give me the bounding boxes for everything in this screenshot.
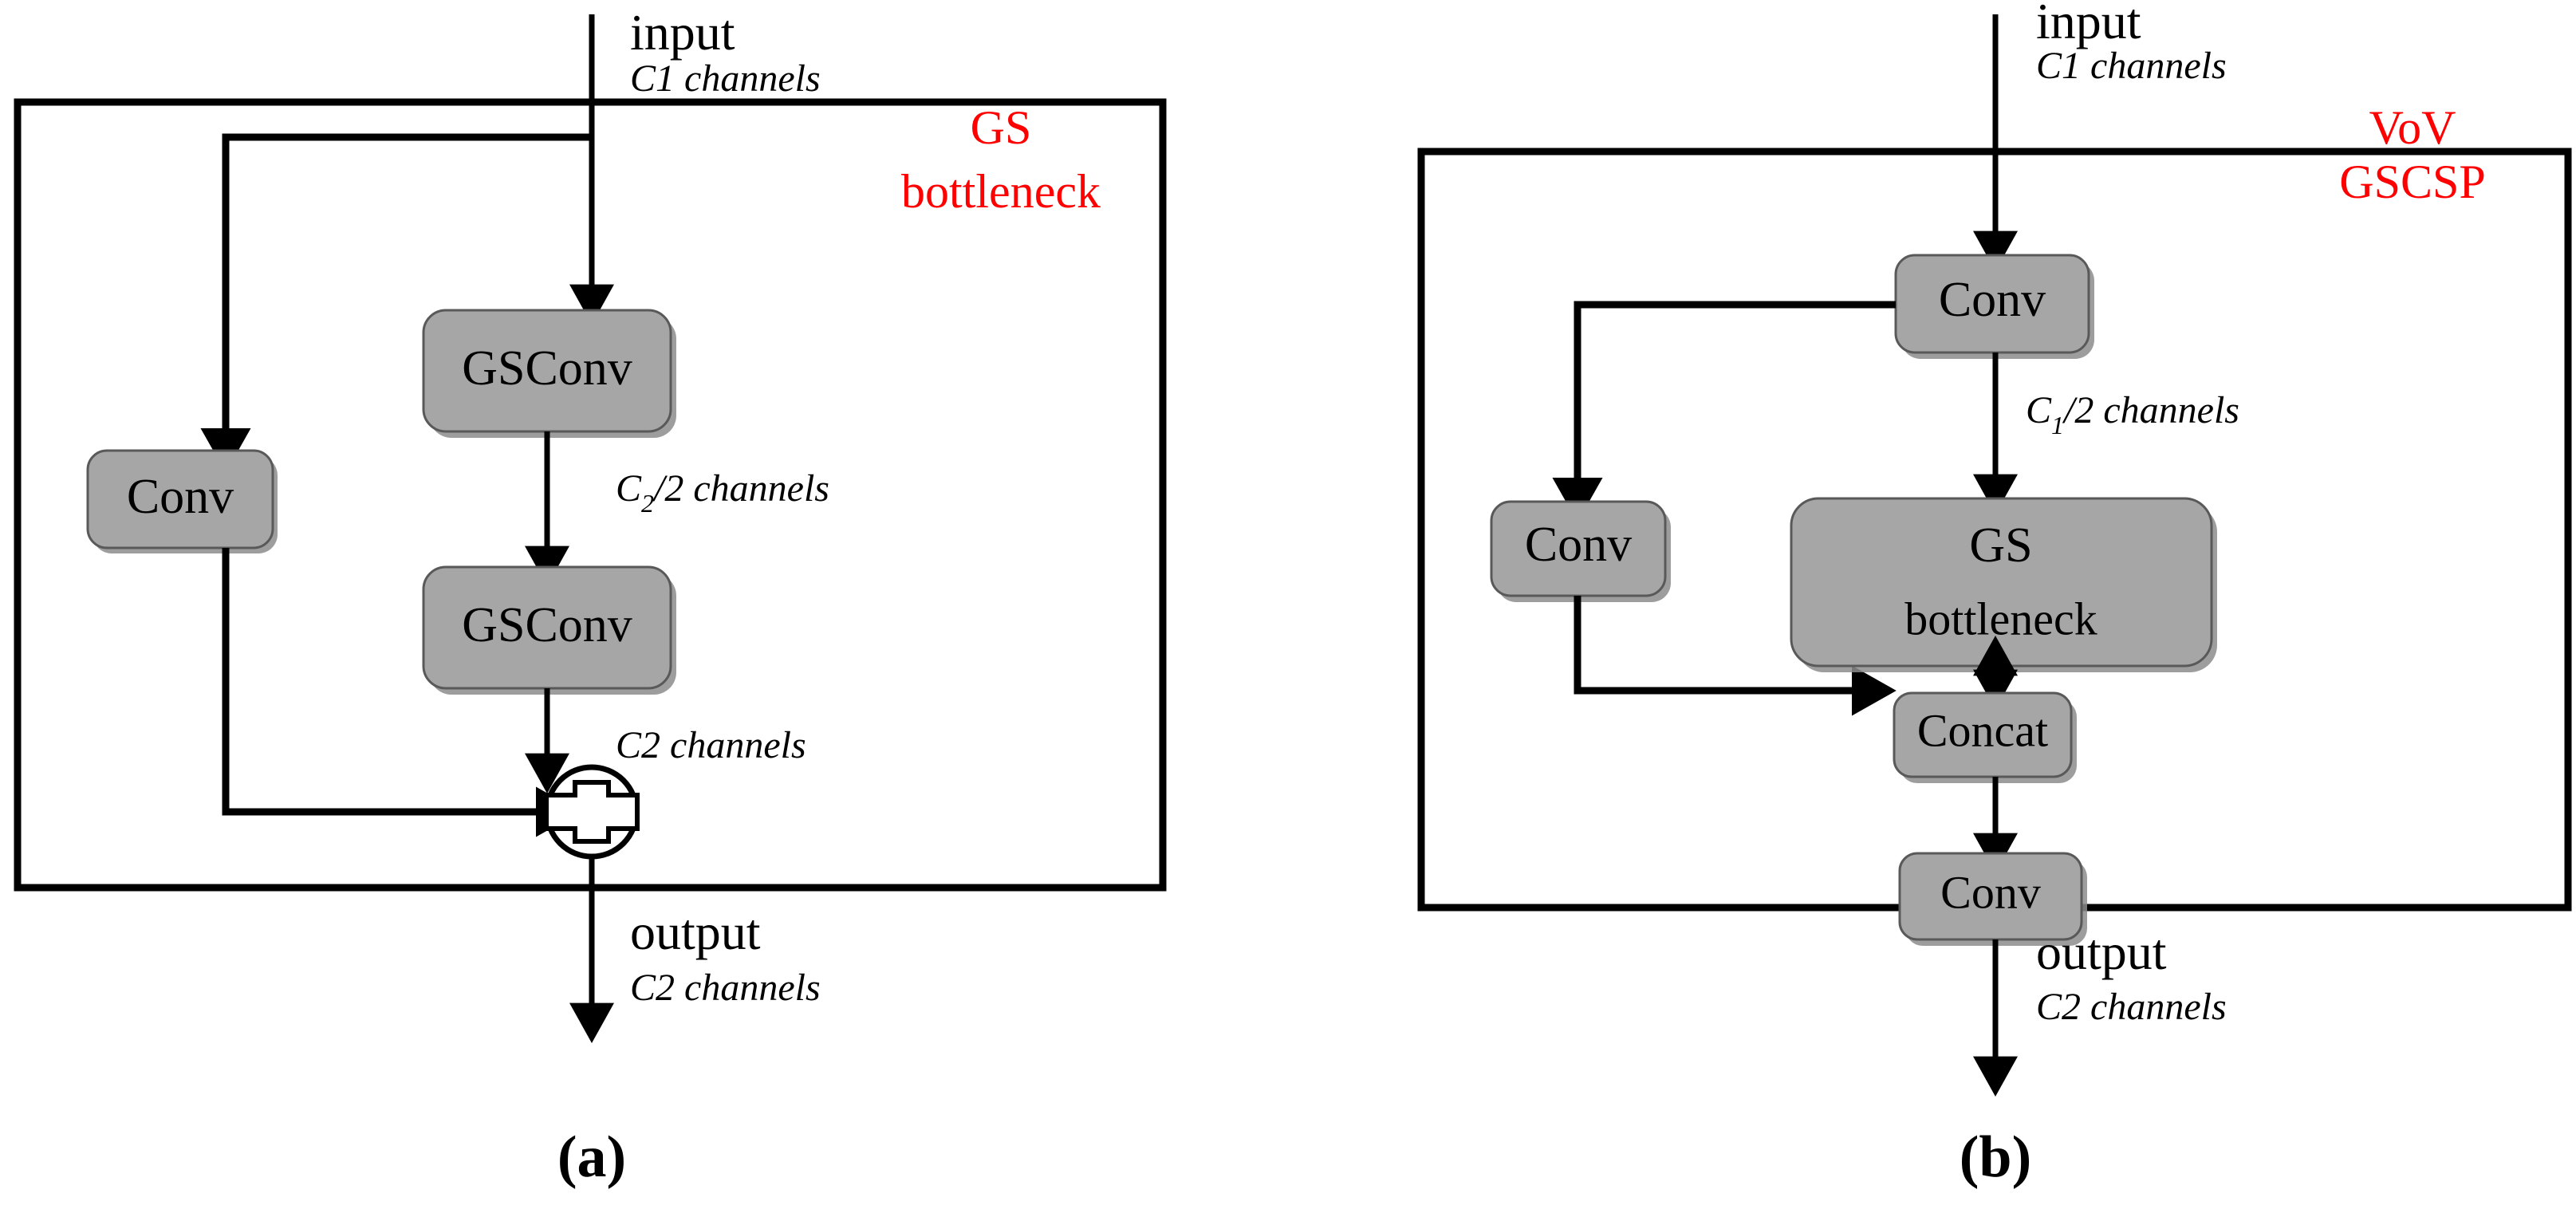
- panel-a: input C1 channels GS bottleneck Conv GSC…: [14, 4, 1167, 1190]
- panel-a-annotation-line2: bottleneck: [901, 165, 1101, 218]
- panel-a-add-operator-icon: [544, 764, 640, 860]
- panel-b-half-channels-label: C1/2 channels: [2026, 389, 2239, 439]
- panel-a-input-channels: C1 channels: [630, 57, 821, 100]
- panel-b-caption: (b): [1960, 1124, 2031, 1190]
- panel-b-conv-top-label: Conv: [1939, 273, 2046, 327]
- panel-a-gsconv-2-label: GSConv: [462, 598, 632, 652]
- panel-b-block-conv-skip: [1490, 500, 1671, 602]
- panel-a-mid-chan-rest: /2 channels: [652, 467, 829, 510]
- panel-b-block-concat: [1893, 691, 2077, 783]
- panel-b-concat-label: Concat: [1917, 704, 2048, 756]
- panel-b-block-conv-bottom: [1898, 852, 2087, 946]
- panel-a-block-gsconv-2: [422, 565, 676, 695]
- panel-a-annotation-line1: GS: [971, 101, 1032, 154]
- svg-text:C2/2 channels: C2/2 channels: [616, 467, 829, 518]
- panel-b-output-label: output: [2036, 924, 2167, 980]
- panel-b-gs-bottleneck-label-line1: GS: [1969, 518, 2032, 573]
- panel-a-skip-branch: [200, 133, 592, 473]
- panel-b-input-channels: C1 channels: [2036, 45, 2227, 87]
- panel-b-half-chan-base: C: [2026, 389, 2052, 431]
- panel-b-output-channels: C2 channels: [2036, 986, 2227, 1028]
- panel-b-half-chan-sub: 1: [2051, 411, 2064, 439]
- panel-a-input-label: input: [630, 4, 735, 61]
- panel-b-input-label: input: [2036, 0, 2141, 49]
- panel-a-output-label: output: [630, 904, 761, 960]
- panel-a-mid-chan-base: C: [616, 467, 642, 510]
- panel-a-block-gsconv-1: [422, 309, 676, 438]
- panel-b-conv-bottom-label: Conv: [1940, 866, 2041, 918]
- panel-b-block-conv-top: [1894, 254, 2094, 359]
- svg-text:C1/2 channels: C1/2 channels: [2026, 389, 2239, 439]
- panel-b-annotation-line1: VoV: [2369, 101, 2456, 154]
- panel-b-skip-branch: [1552, 301, 1896, 522]
- panel-a-block-conv-skip: [86, 449, 278, 553]
- panel-b-half-chan-rest: /2 channels: [2062, 389, 2239, 431]
- panel-a-conv-skip-label: Conv: [127, 470, 234, 524]
- panel-b-gs-bottleneck-label-line2: bottleneck: [1904, 593, 2097, 644]
- panel-a-gsconv-1-label: GSConv: [462, 341, 632, 396]
- panel-a-skip-to-add: [222, 548, 581, 837]
- panel-a-output-channels: C2 channels: [630, 967, 821, 1009]
- panel-b-conv-skip-label: Conv: [1525, 518, 1632, 572]
- panel-b-block-gs-bottleneck: [1790, 497, 2217, 672]
- panel-a-mid-channels-label: C2/2 channels: [616, 467, 829, 518]
- panel-a-out-channels-label: C2 channels: [616, 724, 806, 766]
- panel-b: input C1 channels VoV GSCSP Conv Conv GS…: [1417, 0, 2572, 1190]
- panel-a-mid-chan-sub: 2: [641, 489, 654, 518]
- panel-a-caption: (a): [557, 1124, 626, 1190]
- panel-b-annotation-line2: GSCSP: [2339, 156, 2485, 208]
- panel-b-skip-to-concat: [1574, 596, 1897, 716]
